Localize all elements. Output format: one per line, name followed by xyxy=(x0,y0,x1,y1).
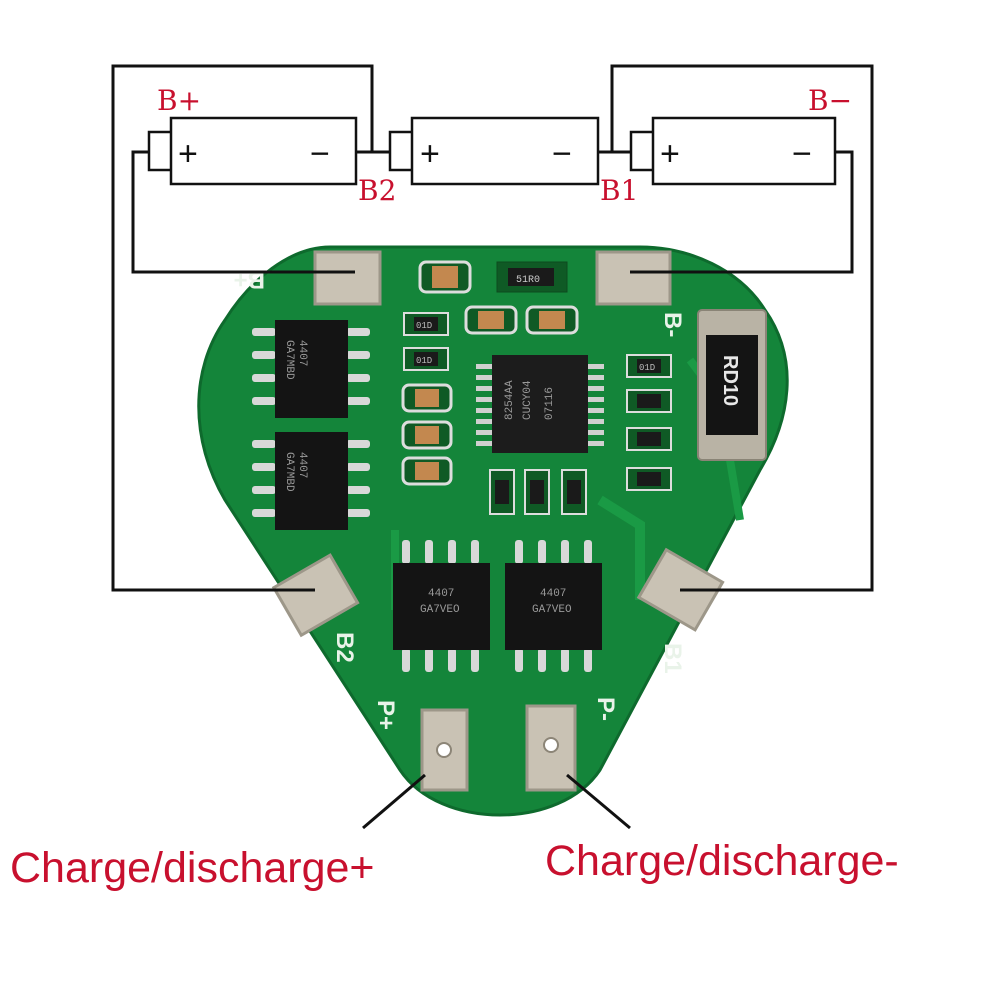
mosfet-bottom-left-line2: GA7VEO xyxy=(420,604,460,616)
cell-1-minus: − xyxy=(310,135,330,173)
shunt-resistor-code: RD10 xyxy=(719,355,741,406)
mosfet-top-left: 4407 GA7MBD xyxy=(252,320,370,418)
mosfet-mid-left-line2: GA7MBD xyxy=(283,452,295,492)
pointer-left xyxy=(362,773,426,830)
capacitor-top xyxy=(418,260,472,294)
battery-cell-2: + − xyxy=(388,116,600,186)
mosfet-top-left-line2: GA7MBD xyxy=(283,340,295,380)
cell-3-plus: + xyxy=(660,135,680,173)
mosfet-bottom-left: 4407 GA7VEO xyxy=(393,540,490,672)
silk-b1: B1 xyxy=(659,643,686,674)
mosfet-bottom-right-line2: GA7VEO xyxy=(532,604,572,616)
small-resistors: 01D 01D 01D xyxy=(403,312,672,515)
wiring xyxy=(111,64,874,830)
wire-b-plus xyxy=(131,150,355,274)
capacitor-column-left xyxy=(401,383,453,486)
pad-b-plus xyxy=(313,250,382,306)
resistor-code-2: 01D xyxy=(416,356,432,366)
wire-b1 xyxy=(610,64,874,592)
mosfet-top-left-line1: 4407 xyxy=(296,340,308,366)
pointer-right xyxy=(566,773,631,830)
mosfet-bottom-right-line1: 4407 xyxy=(540,588,566,600)
label-b2: B2 xyxy=(358,174,396,207)
cell-3-minus: − xyxy=(792,135,812,173)
top-resistor: 51R0 xyxy=(496,261,568,293)
capacitor-row-2 xyxy=(464,305,579,335)
silk-p-plus: P+ xyxy=(372,700,399,730)
pad-b-minus xyxy=(595,250,672,306)
pcb-board: B+ B- B2 B1 P+ P- 4407 GA7MBD xyxy=(197,245,789,817)
cell-2-minus: − xyxy=(552,135,572,173)
caption-charge-discharge-minus: Charge/discharge- xyxy=(545,837,899,885)
top-resistor-code: 51R0 xyxy=(516,275,540,286)
silk-p-minus: P- xyxy=(592,697,619,721)
mosfet-mid-left-line1: 4407 xyxy=(296,452,308,478)
wire-b-minus xyxy=(630,150,854,274)
shunt-resistor: RD10 xyxy=(697,309,767,461)
resistor-code-1: 01D xyxy=(416,321,432,331)
wire-b2 xyxy=(111,64,374,592)
silk-b2: B2 xyxy=(331,632,358,663)
caption-charge-discharge-plus: Charge/discharge+ xyxy=(10,844,375,892)
cell-1-plus: + xyxy=(178,135,198,173)
resistor-code-3: 01D xyxy=(639,363,655,373)
label-b-plus: B+ xyxy=(157,84,201,117)
label-b-minus: B− xyxy=(808,84,852,117)
battery-cell-3: + − xyxy=(629,116,837,186)
silk-b-minus: B- xyxy=(659,312,686,337)
battery-cell-1: + − xyxy=(147,116,358,186)
controller-ic: 8254AA CUCY04 07116 xyxy=(476,355,604,453)
mosfet-bottom-right: 4407 GA7VEO xyxy=(505,540,602,672)
mosfet-mid-left: 4407 GA7MBD xyxy=(252,432,370,530)
controller-line2: CUCY04 xyxy=(522,380,534,420)
pad-b2 xyxy=(271,553,360,638)
silk-b-plus: B+ xyxy=(234,266,265,293)
controller-line3: 07116 xyxy=(544,387,556,420)
mosfet-bottom-left-line1: 4407 xyxy=(428,588,454,600)
label-b1: B1 xyxy=(600,174,638,207)
controller-line1: 8254AA xyxy=(504,380,516,420)
cell-2-plus: + xyxy=(420,135,440,173)
